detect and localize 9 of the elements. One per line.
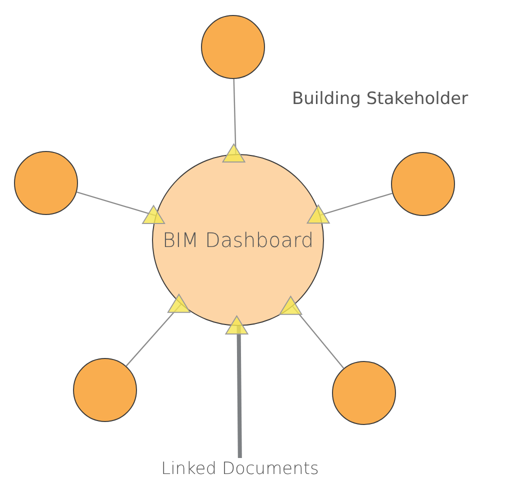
- document-label: Linked Documents: [161, 459, 319, 479]
- connector-arrow: [306, 192, 393, 224]
- stakeholder-label: Building Stakeholder: [292, 89, 468, 109]
- connector-arrow: [76, 192, 166, 224]
- thick-connector: [225, 316, 248, 458]
- connector-arrow: [279, 296, 344, 369]
- hub-label: BIM Dashboard: [162, 228, 314, 252]
- connector-arrow: [126, 294, 190, 366]
- connector-arrow: [222, 78, 246, 163]
